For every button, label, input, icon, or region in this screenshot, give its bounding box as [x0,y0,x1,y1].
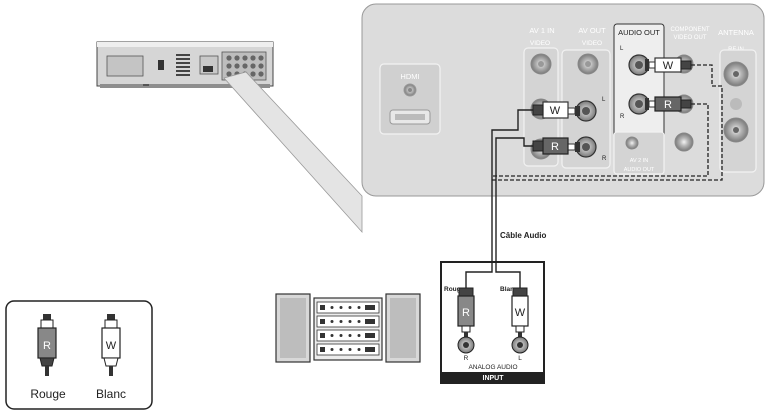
video-out-label: VIDEO OUT [673,35,706,41]
av2-in-label: AV 2 IN [630,158,649,164]
component-label: COMPONENT [671,27,710,33]
legend-r-plug-icon: R [37,314,57,376]
antenna-label: ANTENNA [718,28,754,37]
legend-rouge-label: Rouge [30,387,66,401]
legend-w-plug-icon: W [101,314,121,376]
rear-panel: HDMI AV 1 IN VIDEO AV OUT VIDEO AUDIO OU… [361,3,765,197]
hdmi-label: HDMI [400,72,419,81]
av-out-label: AV OUT [578,26,606,35]
audio-out-r-label: R [620,114,625,120]
legend-r-text: R [43,340,51,352]
cable-r-text-out: R [664,99,672,111]
cable-w-text-out: W [663,60,674,72]
av1-video-label: VIDEO [530,40,550,47]
audio-out-label: AUDIO OUT [618,28,660,37]
cable-white-plug-in: W [532,101,580,119]
av1-in-label: AV 1 IN [529,26,554,35]
amp-r-plug: R [457,287,475,338]
amp-w-plug-text: W [515,307,526,319]
plug-legend: R W Rouge Blanc [5,300,153,410]
amp-blanc-label: Blanc [500,286,518,293]
cable-white-plug-out: W [645,57,692,73]
amp-w-plug: W [511,287,529,338]
input-bar [442,372,543,382]
cable-r-text-in: R [551,141,559,153]
av-out-r-label: R [602,156,607,162]
dvd-recorder [96,41,274,88]
digital-audio-out-label: AUDIO OUT [624,167,655,173]
input-label: INPUT [483,375,505,382]
legend-w-text: W [106,340,117,352]
cable-label: Câble Audio [500,231,546,240]
cable-red-plug-in: R [532,137,580,155]
cable-w-text-in: W [550,105,561,117]
amp-r-jack-label: R [464,355,469,362]
mini-hifi-system [275,293,421,363]
amplifier-input-panel: Rouge Blanc R W R L ANALOG AUDIO INPUT [440,261,545,384]
amp-r-plug-text: R [462,307,470,319]
amp-rouge-label: Rouge [444,286,465,293]
audio-cable: W R W R [491,57,723,272]
analog-audio-label: ANALOG AUDIO [468,364,517,371]
audio-out-l-label: L [620,46,624,52]
zoom-wedge [223,71,363,234]
av-out-video-label: VIDEO [582,40,602,47]
legend-blanc-label: Blanc [96,387,126,401]
av-out-l-label: L [602,97,606,103]
amp-l-jack-label: L [518,355,522,362]
